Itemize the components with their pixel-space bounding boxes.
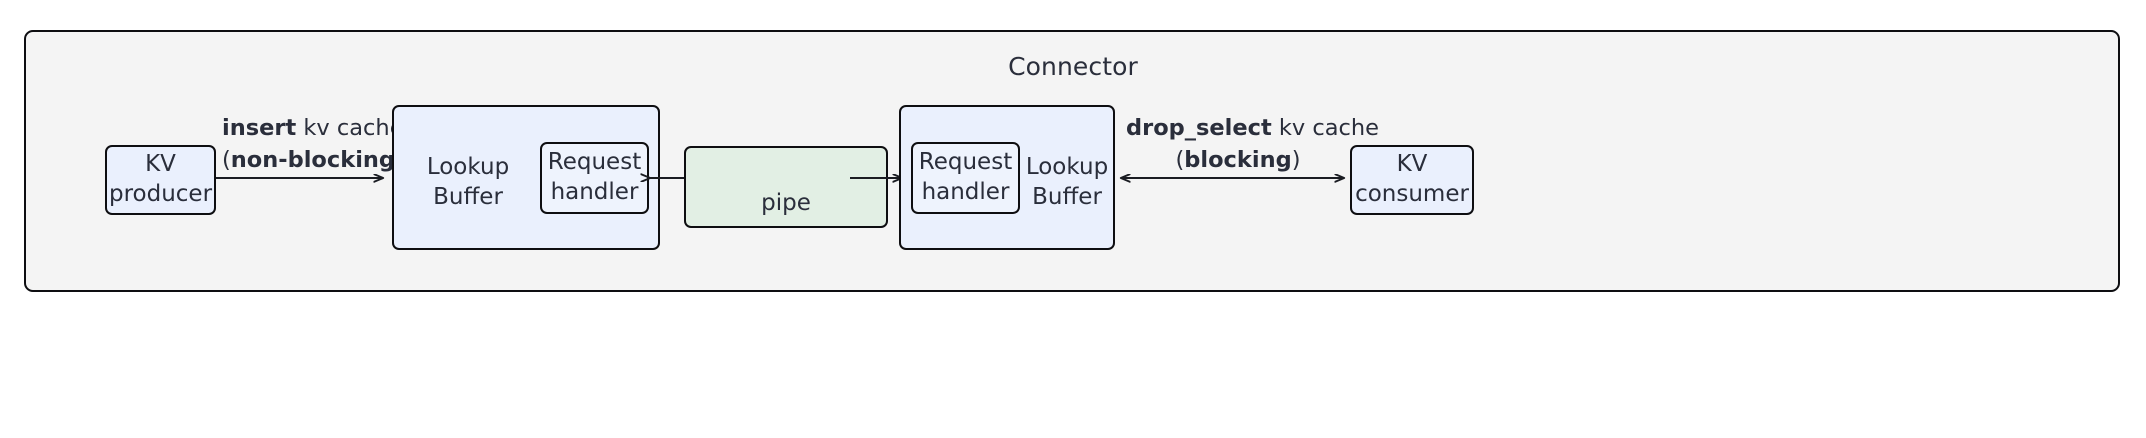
node-request-handler-left-label: Request handler — [547, 149, 642, 205]
arrow-lookup-buffer-to-kv-consumer — [1118, 162, 1354, 198]
node-kv-consumer-label: KV consumer — [1355, 151, 1469, 207]
edge-label-insert-line1: insert kv cache — [222, 113, 404, 145]
edge-label-insert-open-paren: ( — [222, 146, 231, 173]
node-request-handler-right: Request handler — [911, 142, 1020, 214]
node-request-handler-right-label: Request handler — [918, 149, 1013, 205]
edge-label-dropselect-line1: drop_select kv cache — [1126, 113, 1379, 145]
edge-label-drop-select-kv-cache: drop_select kv cache (blocking) — [1126, 113, 1379, 177]
node-kv-consumer: KV consumer — [1350, 145, 1474, 215]
node-kv-producer-label: KV producer — [108, 151, 213, 207]
node-pipe-label: pipe — [761, 190, 811, 216]
edge-label-dropselect-open-paren: ( — [1175, 146, 1185, 173]
edge-label-dropselect-close-paren: ) — [1291, 146, 1301, 173]
edge-label-dropselect-rest: kv cache — [1271, 115, 1380, 141]
node-request-handler-left: Request handler — [540, 142, 649, 214]
node-lookup-buffer-right-label: Lookup Buffer — [1025, 154, 1109, 211]
edge-label-blocking-bold: blocking — [1184, 146, 1292, 173]
arrow-pipe-to-right-handler — [850, 162, 912, 198]
edge-label-insert-rest: kv cache — [296, 115, 404, 141]
node-lookup-buffer-left-label: Lookup Buffer — [426, 154, 510, 211]
edge-label-dropselect-bold: drop_select — [1126, 115, 1272, 141]
edge-label-dropselect-line2: (blocking) — [1126, 145, 1350, 177]
edge-label-nonblocking-bold: non-blocking — [230, 146, 396, 173]
edge-label-insert-bold: insert — [222, 115, 297, 141]
node-kv-producer: KV producer — [105, 145, 216, 215]
node-pipe — [684, 146, 888, 228]
connector-title: Connector — [1008, 52, 1138, 81]
arrow-producer-to-lookup-buffer — [216, 162, 398, 198]
